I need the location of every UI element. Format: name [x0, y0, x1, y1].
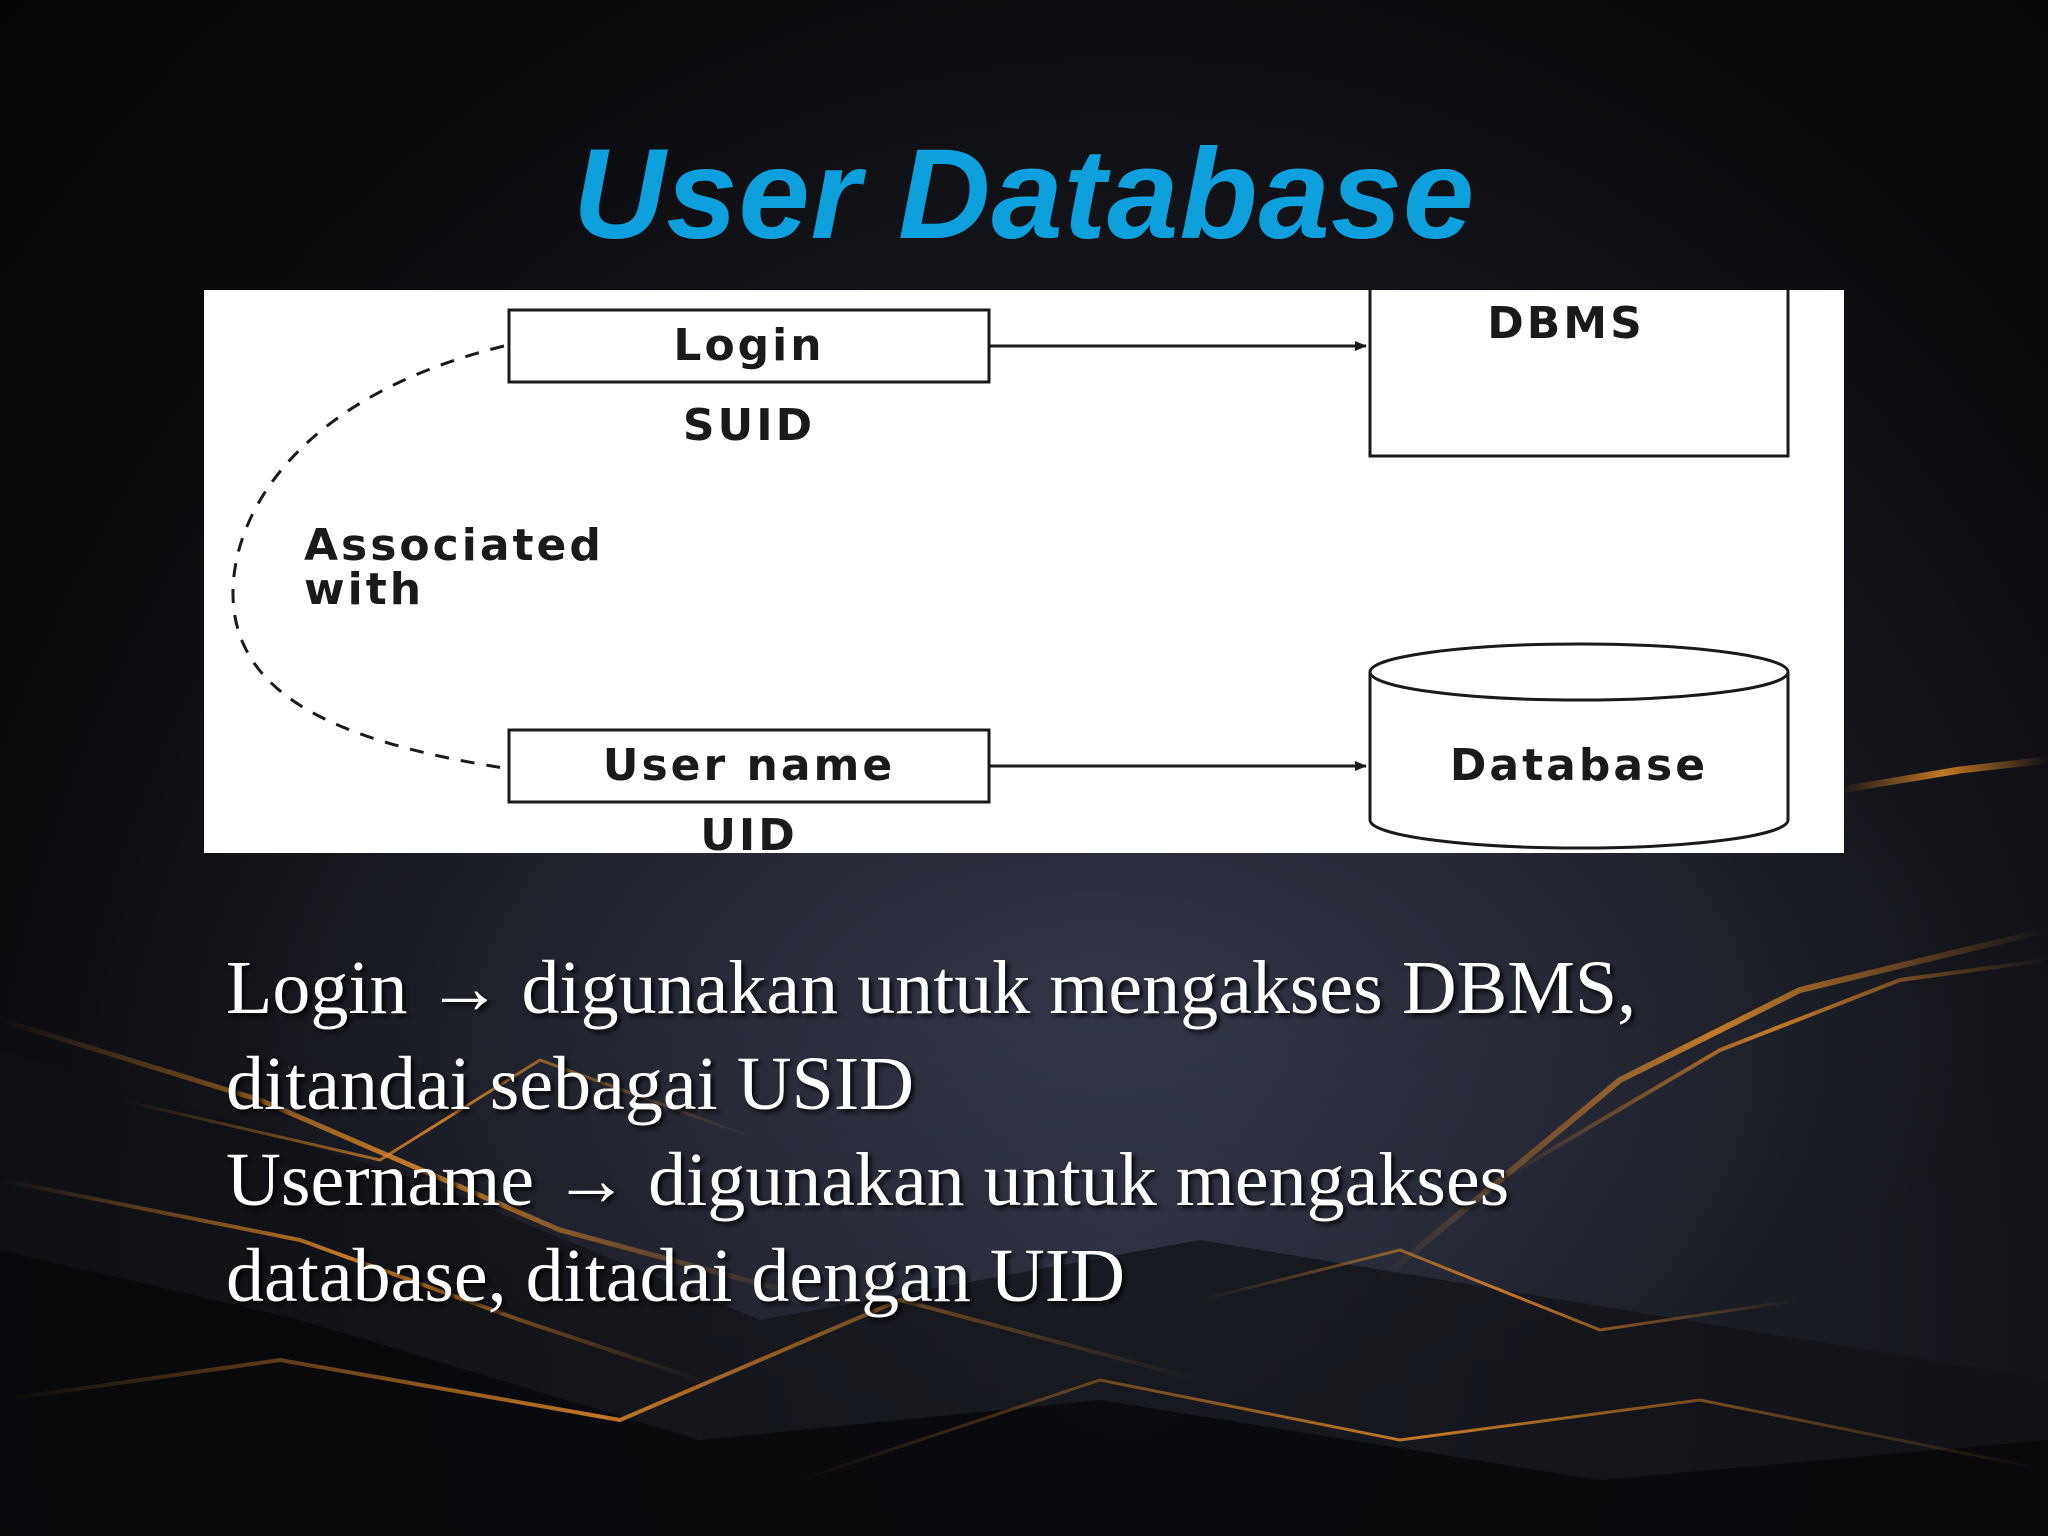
database-node: Database [1368, 642, 1790, 850]
body-line-4: database, ditadai dengan UID [226, 1234, 1125, 1318]
username-label: User name [603, 740, 895, 791]
uid-label: UID [700, 810, 798, 853]
username-description: digunakan untuk mengakses [648, 1138, 1510, 1222]
username-term: Username [226, 1138, 535, 1222]
username-node: User name [507, 728, 991, 804]
association-label-line1: Associated [304, 520, 604, 571]
login-label: Login [673, 320, 824, 371]
login-node: Login [507, 308, 991, 384]
dbms-label: DBMS [1487, 298, 1645, 349]
slide-body-text: Login → digunakan untuk mengakses DBMS, … [226, 940, 1826, 1324]
login-description: digunakan untuk mengakses DBMS, [521, 946, 1637, 1030]
database-label: Database [1450, 740, 1708, 791]
association-label-line2: with [304, 564, 424, 615]
suid-label: SUID [683, 400, 815, 451]
login-term: Login [226, 946, 408, 1030]
body-line-3: Username → digunakan untuk mengakses [226, 1132, 1826, 1228]
body-line-2: ditandai sebagai USID [226, 1042, 915, 1126]
dbms-node: DBMS [1368, 290, 1790, 458]
diagram-panel: Login SUID DBMS Associated with User nam… [204, 290, 1844, 853]
slide-title: User Database [572, 123, 1476, 266]
user-database-diagram: Login SUID DBMS Associated with User nam… [231, 290, 1790, 853]
association-dashed-curve [231, 344, 505, 770]
arrow-icon: → [426, 946, 503, 1030]
body-line-1: Login → digunakan untuk mengakses DBMS, [226, 940, 1826, 1036]
arrow-icon: → [553, 1138, 630, 1222]
